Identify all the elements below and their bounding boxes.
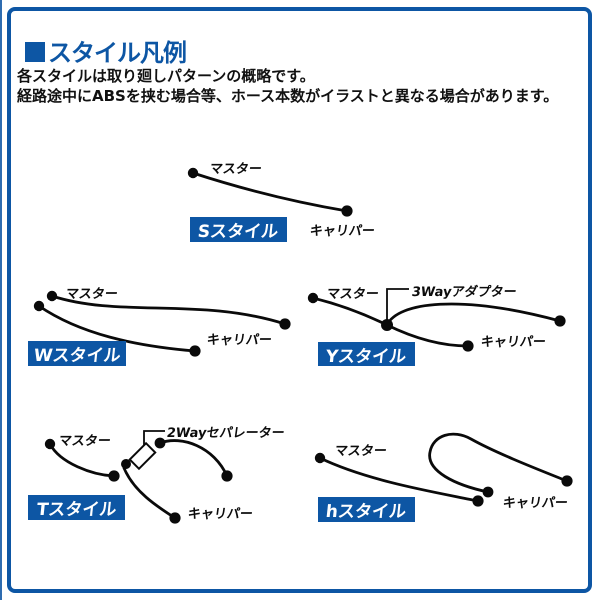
h-loop-hose bbox=[428, 432, 569, 494]
w-master-dot-2 bbox=[33, 300, 45, 312]
h-master-dot bbox=[314, 452, 326, 464]
y-master-label: マスター bbox=[325, 287, 380, 302]
s-style-diagram bbox=[187, 167, 353, 217]
h-style-diagram bbox=[314, 432, 573, 507]
t-style-badge: Tスタイル bbox=[28, 495, 125, 520]
t-style-diagram bbox=[44, 430, 233, 524]
t-caliper-dot-2 bbox=[169, 512, 181, 524]
t-caliper-label: キャリパー bbox=[186, 507, 254, 522]
s-master-dot bbox=[187, 167, 199, 179]
page-header: スタイル凡例 bbox=[25, 33, 187, 68]
t-master-hose bbox=[48, 442, 116, 478]
intro-line-1: 各スタイルは取り廻しパターンの概略です。 bbox=[17, 67, 315, 85]
y-style-badge-label: Yスタイル bbox=[325, 346, 408, 367]
h-style-badge: hスタイル bbox=[318, 497, 415, 522]
t-style-badge-label: Tスタイル bbox=[35, 500, 118, 520]
h-loop-start-dot bbox=[482, 486, 494, 498]
h-caliper-label: キャリパー bbox=[501, 496, 569, 511]
s-caliper-dot bbox=[341, 205, 353, 217]
page-title: スタイル凡例 bbox=[48, 39, 187, 67]
t-caliper-dot-1 bbox=[221, 470, 233, 482]
h-style-badge-label: hスタイル bbox=[325, 502, 408, 522]
w-style-diagram bbox=[33, 290, 291, 357]
y-lower-hose bbox=[385, 323, 470, 348]
h-caliper-dot-1 bbox=[472, 495, 484, 507]
y-master-dot bbox=[307, 292, 319, 304]
t-separator-port-dot-lower bbox=[121, 459, 131, 469]
s-hose bbox=[191, 171, 349, 213]
y-caliper-label: キャリパー bbox=[479, 335, 547, 350]
t-separator-label: 2Wayセパレーター bbox=[165, 426, 286, 441]
y-master-hose bbox=[311, 296, 389, 327]
y-style-diagram bbox=[307, 288, 566, 352]
y-style-badge: Yスタイル bbox=[318, 342, 415, 367]
h-master-hose bbox=[318, 456, 480, 503]
y-upper-hose bbox=[385, 302, 562, 327]
h-master-label: マスター bbox=[333, 444, 388, 459]
w-upper-hose bbox=[50, 294, 287, 326]
s-style-badge: Sスタイル bbox=[190, 217, 287, 242]
w-caliper-dot-2 bbox=[189, 345, 201, 357]
left-edge-stripe bbox=[0, 0, 2, 600]
intro-paragraph: 各スタイルは取り廻しパターンの概略です。 経路途中にABSを挟む場合等、ホース本… bbox=[17, 66, 558, 106]
y-caliper-dot-1 bbox=[554, 315, 566, 327]
t-right-hose bbox=[158, 439, 229, 478]
h-caliper-dot-2 bbox=[561, 475, 573, 487]
y-adapter-callout-line bbox=[386, 288, 409, 321]
t-separator-port-dot-upper bbox=[154, 437, 166, 449]
t-master-label: マスター bbox=[57, 434, 112, 449]
blue-square-bullet-icon bbox=[25, 41, 45, 62]
w-master-dot-1 bbox=[46, 290, 58, 302]
intro-line-2: 経路途中にABSを挟む場合等、ホース本数がイラストと異なる場合があります。 bbox=[17, 87, 559, 105]
w-master-label: マスター bbox=[64, 287, 119, 302]
s-style-badge-label: Sスタイル bbox=[197, 222, 280, 242]
w-caliper-dot-1 bbox=[279, 318, 291, 330]
w-caliper-label: キャリパー bbox=[205, 333, 273, 348]
w-style-badge-label: Wスタイル bbox=[32, 346, 122, 366]
t-master-dot bbox=[44, 438, 56, 450]
t-hose-end-dot bbox=[108, 470, 120, 482]
y-adapter-dot bbox=[381, 319, 393, 331]
w-lower-hose bbox=[37, 304, 197, 353]
s-caliper-label: キャリパー bbox=[308, 224, 376, 239]
t-lower-hose bbox=[122, 466, 177, 520]
t-separator-box bbox=[128, 441, 157, 471]
s-master-label: マスター bbox=[208, 162, 263, 177]
w-style-badge: Wスタイル bbox=[28, 341, 126, 366]
y-caliper-dot-2 bbox=[462, 340, 474, 352]
y-adapter-label: 3Wayアダプター bbox=[410, 285, 518, 300]
t-separator-callout-line bbox=[143, 430, 165, 445]
